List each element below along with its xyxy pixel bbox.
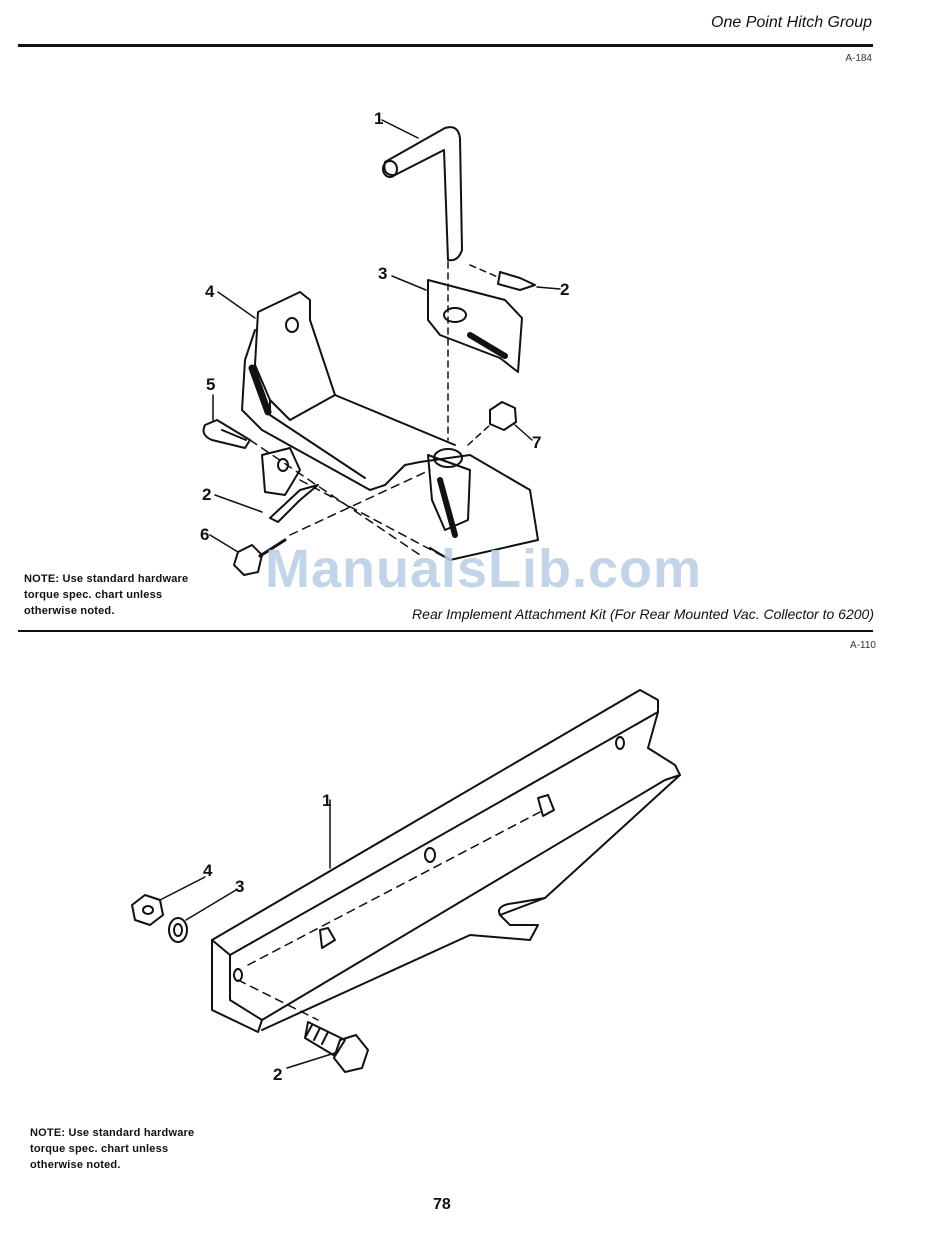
nut-part4 [132,895,163,925]
page-number: 78 [433,1196,451,1214]
channel-bar-part1 [212,690,658,955]
section-rule [18,630,873,632]
fig2-callout-2: 2 [273,1065,282,1084]
figure2-note-line2: torque spec. chart unless [30,1141,194,1157]
bolt-part2 [334,1035,368,1072]
figure1-note-line3: otherwise noted. [24,603,188,619]
washer-part3 [169,918,187,942]
bolt-part5 [204,420,250,448]
bolt-part6 [234,545,262,575]
fig1-callout-1: 1 [374,109,383,128]
fig1-callout-5: 5 [206,375,215,394]
fig1-callout-2a: 2 [560,280,569,299]
hairpin-clip-lower [270,485,318,522]
figure1-caption: Rear Implement Attachment Kit (For Rear … [412,606,874,622]
figure1-note-line2: torque spec. chart unless [24,587,188,603]
fig2-callout-4: 4 [203,861,213,880]
fig1-callout-2b: 2 [202,485,211,504]
fig1-callout-3: 3 [378,264,387,283]
figure2-note-line3: otherwise noted. [30,1157,194,1173]
fig2-callout-1: 1 [322,791,331,810]
hitch-pin-part1 [384,127,462,260]
figure2-note-line1: NOTE: Use standard hardware [30,1125,194,1141]
fig1-callout-7: 7 [532,433,541,452]
figure2-diagram [132,690,680,1072]
fig1-callout-4: 4 [205,282,215,301]
figure1-note: NOTE: Use standard hardware torque spec.… [24,571,188,619]
figure2-note: NOTE: Use standard hardware torque spec.… [30,1125,194,1173]
fig1-callout-6: 6 [200,525,209,544]
hairpin-clip-upper [498,272,535,290]
bracket-part3 [428,280,522,372]
figure1-note-line1: NOTE: Use standard hardware [24,571,188,587]
nut-part7 [490,402,516,430]
watermark: ManualsLib.com [265,538,702,600]
figure2-ref: A-110 [850,640,876,651]
fig2-callout-3: 3 [235,877,244,896]
